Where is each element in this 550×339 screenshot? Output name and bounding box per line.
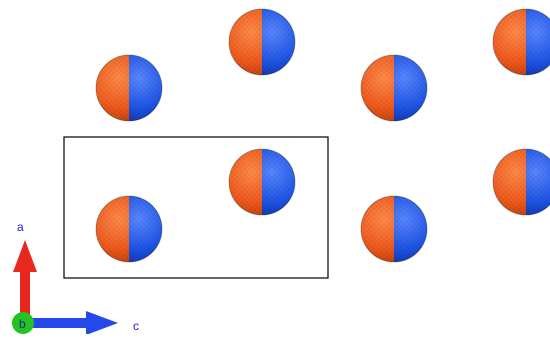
atom-sphere[interactable] — [95, 54, 163, 122]
atom-sphere[interactable] — [492, 8, 550, 76]
axis-b-label: b — [19, 317, 26, 331]
axis-a-label: a — [17, 220, 24, 234]
axis-a-arrow — [13, 240, 37, 324]
axes-gizmo — [12, 240, 118, 335]
atom-sphere[interactable] — [492, 148, 550, 216]
axis-c-arrow — [28, 311, 118, 335]
atom-sphere[interactable] — [228, 148, 296, 216]
atom-sphere[interactable] — [95, 195, 163, 263]
axis-b-origin — [12, 312, 34, 334]
atom-sphere[interactable] — [360, 54, 428, 122]
atoms-group — [95, 8, 550, 263]
unit-cell-outline — [63, 136, 329, 279]
atom-sphere[interactable] — [360, 195, 428, 263]
axis-c-label: c — [133, 319, 139, 333]
atom-sphere[interactable] — [228, 8, 296, 76]
